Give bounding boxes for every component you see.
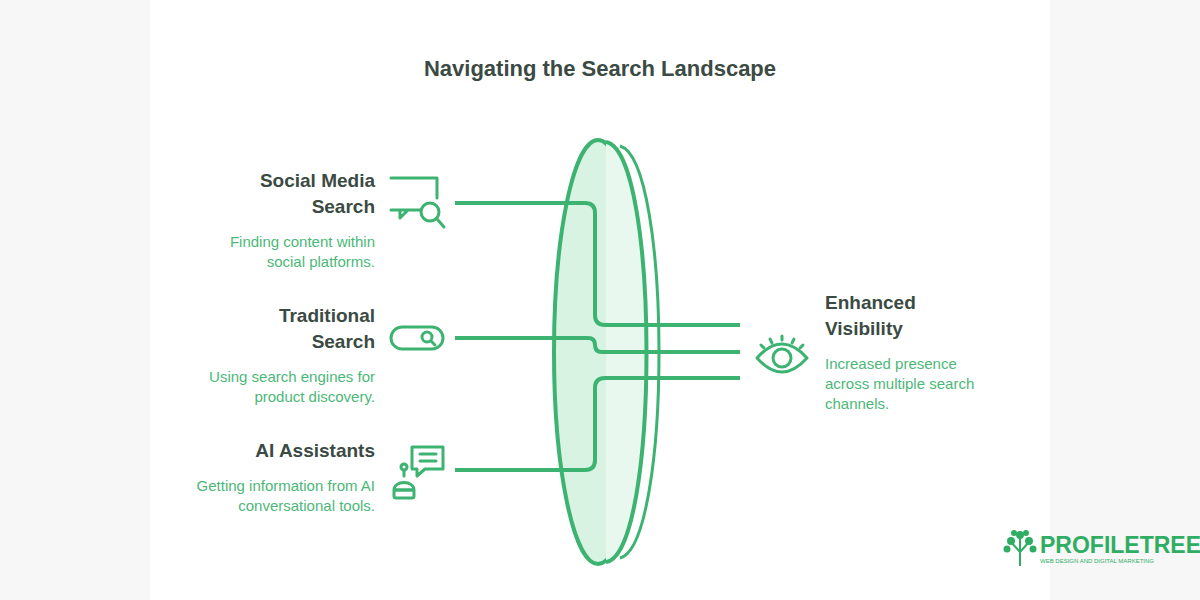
item-heading: Enhanced Visibility bbox=[825, 290, 975, 342]
connector-line bbox=[455, 378, 740, 470]
item-description: Getting information from AI conversation… bbox=[195, 476, 375, 516]
item-heading: Traditional Search bbox=[235, 303, 375, 355]
logo-wordmark: PROFILETREE bbox=[1040, 532, 1200, 559]
logo-tagline: WEB DESIGN AND DIGITAL MARKETING bbox=[1040, 558, 1154, 564]
search-bar-icon bbox=[391, 327, 443, 349]
item-description: Finding content within social platforms. bbox=[195, 232, 375, 272]
text-item: Enhanced VisibilityIncreased presence ac… bbox=[740, 290, 1020, 414]
eye-icon bbox=[757, 336, 807, 372]
item-heading: AI Assistants bbox=[235, 438, 375, 464]
robot-chat-icon bbox=[394, 447, 443, 498]
connector-line bbox=[455, 338, 740, 352]
chat-search-icon bbox=[391, 178, 444, 227]
logo-tree bbox=[1005, 531, 1036, 566]
diagram-title: Navigating the Search Landscape bbox=[0, 56, 1200, 82]
connector-line bbox=[455, 203, 740, 325]
text-item: Social Media SearchFinding content withi… bbox=[190, 168, 455, 272]
text-item: Traditional SearchUsing search engines f… bbox=[190, 303, 455, 407]
item-heading: Social Media Search bbox=[235, 168, 375, 220]
item-description: Using search engines for product discove… bbox=[195, 367, 375, 407]
item-description: Increased presence across multiple searc… bbox=[825, 354, 1005, 414]
text-item: AI AssistantsGetting information from AI… bbox=[190, 438, 455, 516]
